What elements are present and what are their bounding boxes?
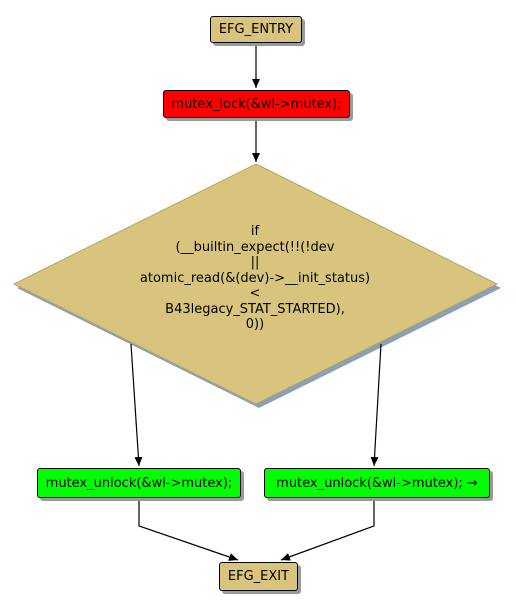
mutex-unlock-right-node[interactable]: mutex_unlock(&wl->mutex); → <box>264 468 490 498</box>
mutex-unlock-left-node[interactable]: mutex_unlock(&wl->mutex); <box>37 468 241 498</box>
edge-unlock-right-to-exit <box>280 499 375 561</box>
mutex-lock-node[interactable]: mutex_lock(&wl->mutex); <box>163 90 350 118</box>
mutex-lock-label: mutex_lock(&wl->mutex); <box>171 96 342 112</box>
edge-decision-to-unlock-right <box>370 343 382 467</box>
edge-unlock-left-to-exit <box>138 499 239 561</box>
mutex-unlock-right-label: mutex_unlock(&wl->mutex); → <box>276 475 478 491</box>
exit-label: EFG_EXIT <box>227 569 290 584</box>
decision-diamond <box>12 163 499 405</box>
mutex-unlock-left-label: mutex_unlock(&wl->mutex); <box>45 475 233 491</box>
entry-label: EFG_ENTRY <box>218 22 294 37</box>
exit-node[interactable]: EFG_EXIT <box>219 562 298 591</box>
edge-decision-to-unlock-left <box>130 343 143 467</box>
entry-node[interactable]: EFG_ENTRY <box>210 16 302 43</box>
